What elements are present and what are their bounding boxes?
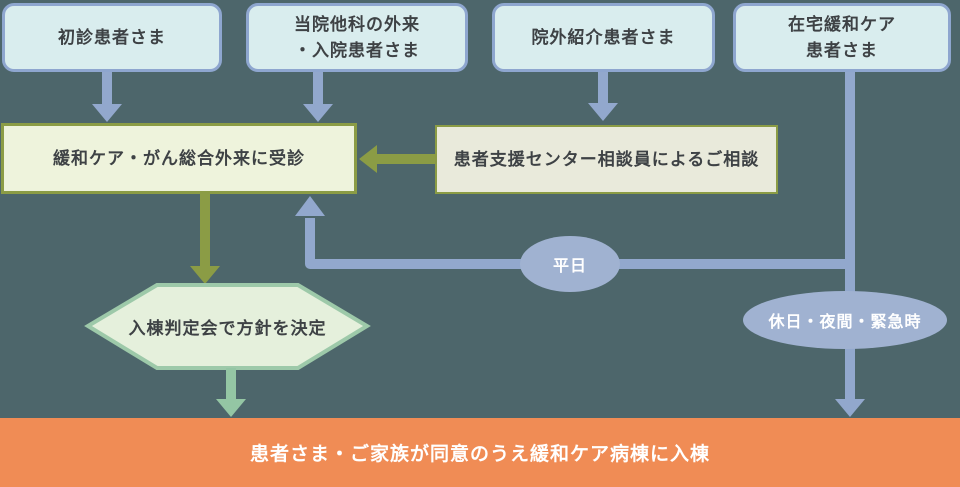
node-label: 初診患者さま: [58, 27, 166, 47]
decision-hexagon-shape: [84, 283, 371, 370]
node-referred-patients: 院外紹介患者さま: [492, 3, 715, 72]
arrow-referral-to-consultation: [588, 72, 618, 121]
node-label-line1: 当院他科の外来: [294, 14, 420, 34]
weekday-route-line: [305, 218, 850, 269]
node-label-line1: 在宅緩和ケア: [788, 14, 896, 34]
node-outpatient-clinic: 緩和ケア・がん総合外来に受診: [1, 123, 357, 194]
badge-holiday-night-emergency: 休日・夜間・緊急時: [743, 291, 947, 349]
node-label: 患者支援センター相談員によるご相談: [453, 149, 760, 169]
badge-label: 平日: [552, 258, 587, 275]
badge-label: 休日・夜間・緊急時: [768, 314, 922, 331]
node-support-center-consultation: 患者支援センター相談員によるご相談: [435, 125, 778, 194]
node-label: 緩和ケア・がん総合外来に受診: [53, 148, 305, 168]
arrow-decision-to-admission: [216, 368, 246, 417]
admission-bar-label: 患者さま・ご家族が同意のうえ緩和ケア病棟に入棟: [249, 444, 710, 465]
node-label-line2: ・入院患者さま: [294, 40, 420, 60]
badge-weekday: 平日: [520, 236, 620, 292]
node-first-visit-patients: 初診患者さま: [2, 3, 222, 72]
arrow-clinic-to-decision: [190, 194, 220, 284]
node-label: 入棟判定会で方針を決定: [128, 319, 327, 338]
node-label: 院外紹介患者さま: [531, 27, 676, 47]
arrow-other-dept-to-clinic: [303, 72, 333, 122]
node-label-line2: 患者さま: [806, 40, 878, 60]
home-care-route-arrowhead: [835, 399, 865, 417]
arrow-first-visit-to-clinic: [92, 72, 122, 122]
admission-bar: 患者さま・ご家族が同意のうえ緩和ケア病棟に入棟: [0, 418, 960, 487]
node-other-department-patients: 当院他科の外来 ・入院患者さま: [246, 3, 468, 72]
node-decision-meeting: 入棟判定会で方針を決定: [88, 285, 367, 368]
node-home-care-patients: 在宅緩和ケア 患者さま: [733, 3, 951, 72]
weekday-route-arrowhead: [295, 196, 325, 216]
arrow-consultation-to-clinic: [359, 145, 435, 173]
